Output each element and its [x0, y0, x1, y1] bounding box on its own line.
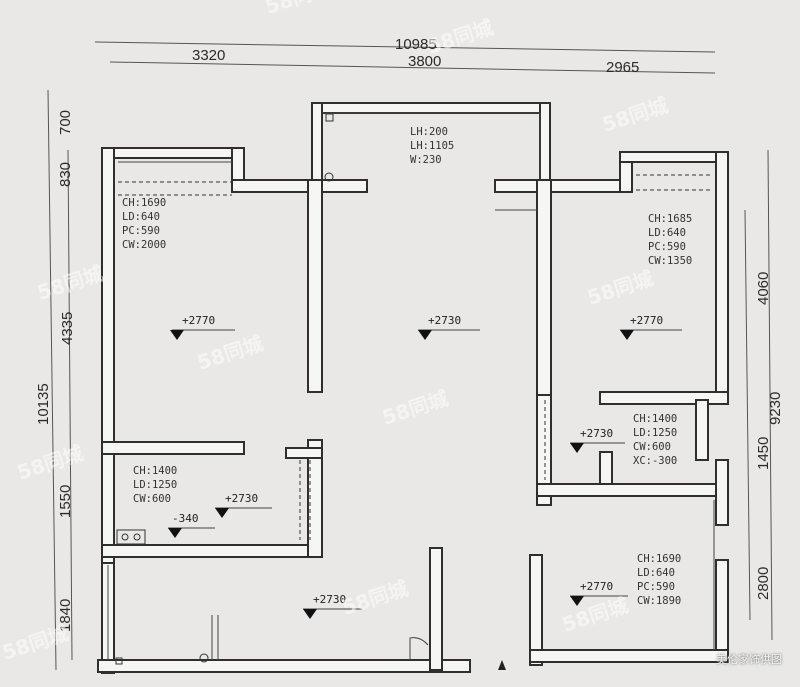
walls [97, 102, 729, 674]
svg-text:LD:1250: LD:1250 [133, 479, 177, 491]
level-marker-bottom-center: +2730 [303, 593, 362, 619]
notes-right-room: CH:1685 LD:640 PC:590 CW:1350 [648, 213, 692, 267]
svg-text:58同城: 58同城 [194, 331, 266, 375]
level-marker-center: +2730 [418, 314, 480, 340]
svg-text:CH:1400: CH:1400 [633, 413, 677, 425]
svg-text:58同城: 58同城 [0, 621, 71, 665]
notes-center-top: LH:200 LH:1105 W:230 [410, 126, 454, 166]
svg-text:CW:2000: CW:2000 [122, 239, 166, 251]
entrance-arrow-icon [498, 660, 506, 670]
svg-text:CW:1890: CW:1890 [637, 595, 681, 607]
svg-text:58同城: 58同城 [424, 15, 496, 59]
svg-text:CH:1690: CH:1690 [637, 553, 681, 565]
dim-top-total: 10985 [395, 36, 437, 53]
svg-text:CW:600: CW:600 [633, 441, 671, 453]
level-marker-bath: +2730 [570, 427, 625, 453]
svg-text:CW:1350: CW:1350 [648, 255, 692, 267]
dim-left-830: 830 [57, 162, 74, 187]
inner-lines [107, 112, 715, 660]
dim-left-700: 700 [57, 110, 74, 135]
svg-text:W:230: W:230 [410, 154, 442, 166]
image-credit: 美伦家饰供图 [716, 653, 782, 666]
svg-text:+2770: +2770 [580, 580, 613, 593]
watermarks: 58同城 58同城 58同城 58同城 58同城 58同城 58同城 58同城 … [0, 0, 671, 665]
dim-left-10135: 10135 [35, 383, 52, 425]
svg-text:CH:1400: CH:1400 [133, 465, 177, 477]
level-marker-kitchen-drop: -340 [168, 512, 215, 538]
level-marker-lower-right: +2770 [570, 580, 628, 606]
dim-right-2800: 2800 [755, 567, 772, 600]
dim-left-4335: 4335 [59, 312, 76, 345]
svg-text:-340: -340 [172, 512, 199, 525]
level-marker-kitchen: +2730 [215, 492, 272, 518]
svg-text:LD:640: LD:640 [648, 227, 686, 239]
svg-text:LD:640: LD:640 [637, 567, 675, 579]
dim-top-right: 2965 [606, 59, 639, 76]
svg-text:LD:1250: LD:1250 [633, 427, 677, 439]
dimension-lines [47, 41, 773, 671]
level-marker-left-room: +2770 [170, 314, 235, 340]
stove-icon [116, 529, 146, 545]
notes-lower-right: CH:1690 LD:640 PC:590 CW:1890 [637, 553, 681, 607]
svg-text:+2730: +2730 [580, 427, 613, 440]
level-marker-right-room: +2770 [620, 314, 682, 340]
notes-bath: CH:1400 LD:1250 CW:600 XC:-300 [633, 413, 677, 467]
dim-right-9230: 9230 [767, 392, 784, 425]
svg-text:LH:1105: LH:1105 [410, 140, 454, 152]
svg-text:+2770: +2770 [182, 314, 215, 327]
svg-text:58同城: 58同城 [584, 266, 656, 310]
svg-text:58同城: 58同城 [14, 441, 86, 485]
dim-top-middle: 3800 [408, 53, 441, 70]
svg-text:+2770: +2770 [630, 314, 663, 327]
svg-text:XC:-300: XC:-300 [633, 455, 677, 467]
svg-text:PC:590: PC:590 [122, 225, 160, 237]
svg-text:PC:590: PC:590 [648, 241, 686, 253]
svg-text:58同城: 58同城 [599, 93, 671, 137]
svg-text:LH:200: LH:200 [410, 126, 448, 138]
svg-text:+2730: +2730 [428, 314, 461, 327]
svg-text:LD:640: LD:640 [122, 211, 160, 223]
svg-text:58同城: 58同城 [34, 261, 106, 305]
svg-text:58同城: 58同城 [262, 0, 334, 19]
svg-text:+2730: +2730 [225, 492, 258, 505]
dim-right-1450: 1450 [755, 437, 772, 470]
dim-left-1840: 1840 [57, 599, 74, 632]
dim-right-4060: 4060 [755, 272, 772, 305]
svg-text:58同城: 58同城 [559, 593, 631, 637]
svg-text:CH:1685: CH:1685 [648, 213, 692, 225]
svg-text:CW:600: CW:600 [133, 493, 171, 505]
dim-top-left: 3320 [192, 47, 225, 64]
fixtures [115, 113, 506, 670]
notes-left-room: CH:1690 LD:640 PC:590 CW:2000 [122, 197, 166, 251]
svg-text:CH:1690: CH:1690 [122, 197, 166, 209]
svg-text:58同城: 58同城 [339, 576, 411, 620]
notes-kitchen: CH:1400 LD:1250 CW:600 [133, 465, 177, 505]
dim-left-1550: 1550 [57, 485, 74, 518]
svg-text:58同城: 58同城 [379, 386, 451, 430]
svg-text:+2730: +2730 [313, 593, 346, 606]
svg-text:PC:590: PC:590 [637, 581, 675, 593]
